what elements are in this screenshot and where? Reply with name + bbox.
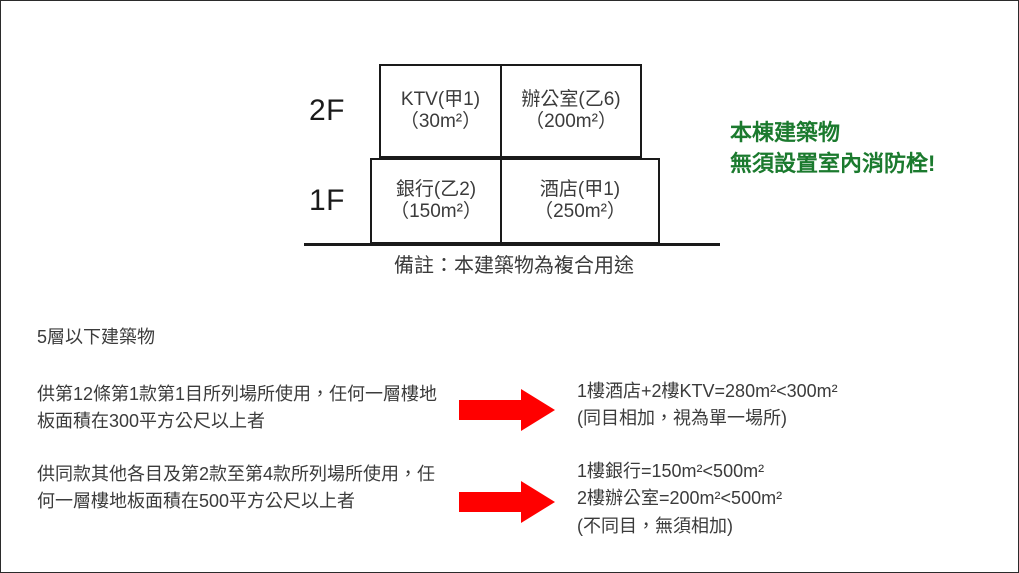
right-arrow-icon — [459, 481, 555, 528]
room-1f-hotel: 酒店(甲1) （250m²） — [502, 160, 658, 242]
room-area: （150m²） — [390, 201, 482, 222]
room-2f-ktv: KTV(甲1) （30m²） — [381, 66, 502, 156]
room-area: （250m²） — [534, 201, 626, 222]
conclusion-line-1: 本棟建築物 — [730, 120, 841, 145]
criteria-condition-text: 供第12條第1款第1目所列場所使用，任何一層樓地板面積在300平方公尺以上者 — [37, 384, 438, 432]
building-diagram: 2F 1F KTV(甲1) （30m²） 辦公室(乙6) （200m²） 銀行(… — [1, 1, 1018, 301]
floor-label-2f: 2F — [309, 94, 346, 127]
result-line: 1樓銀行=150m²<500m² — [577, 461, 765, 481]
ground-line — [304, 243, 720, 246]
floor-2f-box: KTV(甲1) （30m²） 辦公室(乙6) （200m²） — [379, 64, 642, 158]
diagram-note: 備註：本建築物為複合用途 — [394, 255, 634, 277]
criteria-result-text: 1樓酒店+2樓KTV=280m²<300m² (同目相加，視為單一場所) — [577, 378, 977, 433]
result-line: (同目相加，視為單一場所) — [577, 408, 787, 429]
room-2f-office: 辦公室(乙6) （200m²） — [502, 66, 640, 156]
conclusion-line-2: 無須設置室內消防栓! — [730, 151, 936, 177]
floor-1f-box: 銀行(乙2) （150m²） 酒店(甲1) （250m²） — [370, 158, 660, 244]
right-arrow-icon — [459, 389, 555, 436]
room-name: 辦公室(乙6) — [521, 88, 621, 110]
room-area: （200m²） — [525, 111, 617, 132]
result-line: (不同目，無須相加) — [577, 515, 733, 536]
floor-label-1f: 1F — [309, 184, 346, 217]
result-line: 2樓辦公室=200m²<500m² — [577, 488, 783, 509]
room-name: KTV(甲1) — [400, 88, 481, 110]
result-line: 1樓酒店+2樓KTV=280m²<300m² — [577, 381, 838, 401]
criteria-result-text: 1樓銀行=150m²<500m² 2樓辦公室=200m²<500m² (不同目，… — [577, 458, 977, 540]
room-1f-bank: 銀行(乙2) （150m²） — [372, 160, 502, 242]
room-name: 酒店(甲1) — [539, 178, 621, 200]
conclusion-banner: 本棟建築物 無須設置室內消防栓! — [730, 117, 935, 179]
criteria-condition-text: 供同款其他各目及第2款至第4款所列場所使用，任何一層樓地板面積在500平方公尺以… — [37, 464, 436, 512]
section-heading: 5層以下建築物 — [37, 327, 156, 347]
room-name: 銀行(乙2) — [395, 178, 477, 200]
room-area: （30m²） — [399, 111, 482, 132]
